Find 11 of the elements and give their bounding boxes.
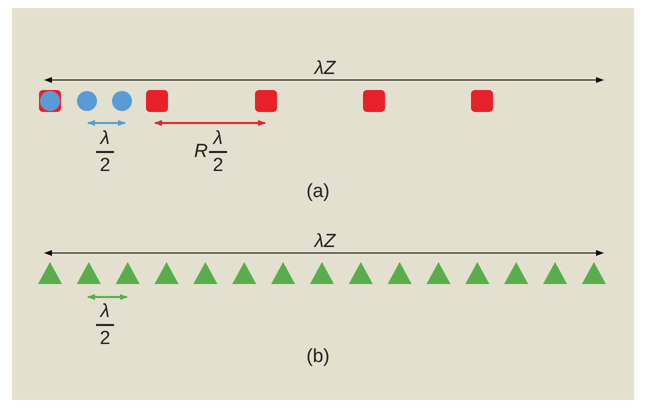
fraction-numerator: λ bbox=[213, 129, 223, 148]
fraction-denominator: 2 bbox=[212, 156, 224, 175]
dimension-label: λZ bbox=[314, 59, 336, 78]
dimension-label: λZ bbox=[314, 232, 336, 251]
fraction-denominator: 2 bbox=[100, 156, 110, 175]
fraction-numerator: λ bbox=[100, 129, 110, 148]
fraction-denominator: 2 bbox=[100, 329, 110, 348]
dimension-label: R bbox=[194, 142, 208, 161]
panel-label: (b) bbox=[306, 347, 330, 366]
panel-label: (a) bbox=[306, 182, 330, 201]
fraction-numerator: λ bbox=[100, 302, 110, 321]
